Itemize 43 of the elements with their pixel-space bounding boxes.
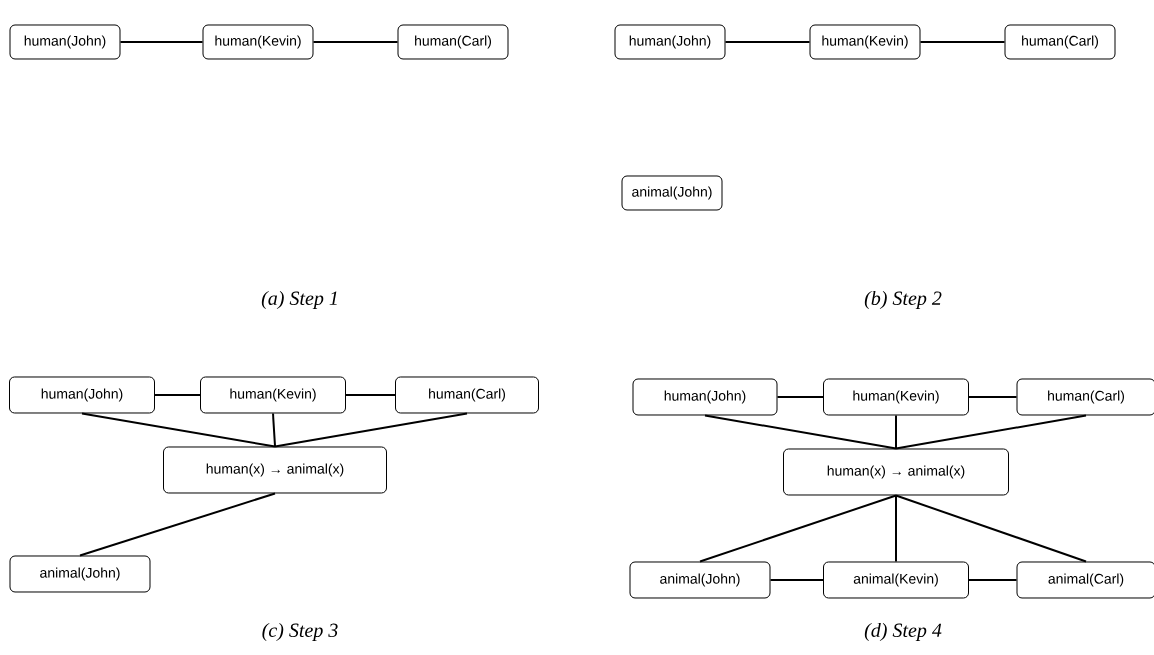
connector-line xyxy=(919,41,1006,43)
fact-box: human(John) xyxy=(632,378,778,416)
connector-line xyxy=(79,492,276,557)
connector-line xyxy=(704,414,897,450)
connector-line xyxy=(895,494,1087,563)
caption: (d) Step 4 xyxy=(864,622,942,642)
fact-box: human(Kevin) xyxy=(823,378,969,416)
connector-line xyxy=(776,396,824,398)
fact-box: human(John) xyxy=(614,24,726,60)
connector-line xyxy=(312,41,399,43)
caption: (a) Step 1 xyxy=(261,290,337,310)
fact-box: human(Kevin) xyxy=(200,376,346,414)
connector-line xyxy=(345,394,396,396)
fact-box: human(x) → animal(x) xyxy=(163,446,387,494)
fact-box: human(x) → animal(x) xyxy=(783,448,1009,496)
fact-box: human(Kevin) xyxy=(202,24,314,60)
fact-box: human(Carl) xyxy=(397,24,509,60)
fact-box: animal(Carl) xyxy=(1016,561,1154,599)
connector-line xyxy=(724,41,811,43)
connector-line xyxy=(968,396,1018,398)
fact-box: human(Kevin) xyxy=(809,24,921,60)
connector-line xyxy=(154,394,201,396)
fact-box: animal(John) xyxy=(9,555,151,593)
fact-box: animal(Kevin) xyxy=(823,561,969,599)
fact-box: animal(John) xyxy=(621,175,723,211)
fact-box: human(Carl) xyxy=(395,376,539,414)
connector-line xyxy=(895,494,897,563)
connector-line xyxy=(895,414,897,450)
connector-line xyxy=(968,579,1018,581)
fact-box: human(John) xyxy=(9,376,155,414)
connector-line xyxy=(81,412,276,448)
connector-line xyxy=(769,579,824,581)
connector-line xyxy=(272,412,276,448)
fact-box: human(Carl) xyxy=(1016,378,1154,416)
fact-box: human(Carl) xyxy=(1004,24,1116,60)
connector-line xyxy=(274,412,468,448)
connector-line xyxy=(119,41,204,43)
connector-line xyxy=(699,494,897,563)
fact-box: animal(John) xyxy=(629,561,771,599)
connector-line xyxy=(895,414,1087,450)
caption: (b) Step 2 xyxy=(864,290,942,310)
fact-box: human(John) xyxy=(9,24,121,60)
caption: (c) Step 3 xyxy=(262,622,338,642)
